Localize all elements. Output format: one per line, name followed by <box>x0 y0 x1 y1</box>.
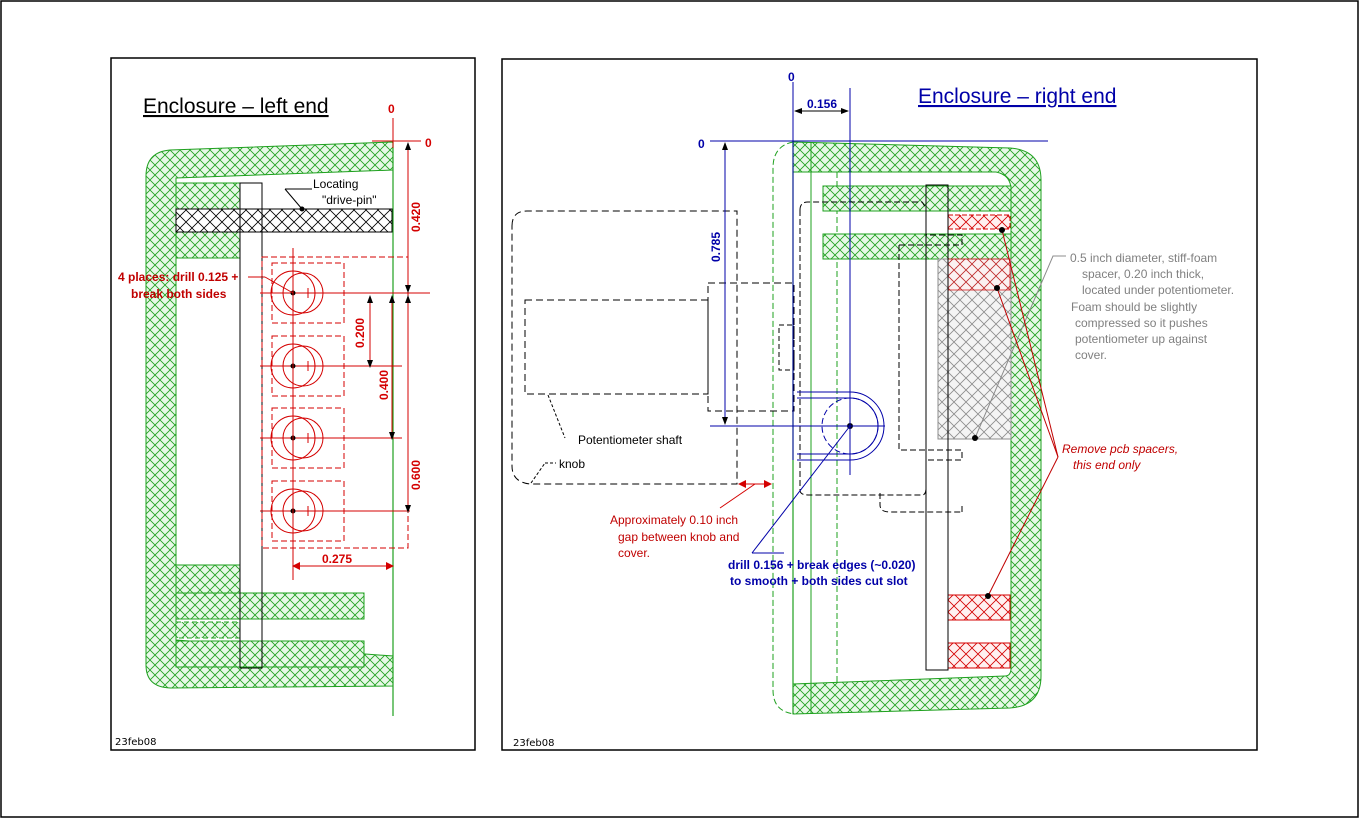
drill-callout-line2: break both sides <box>131 287 227 301</box>
right-pcb <box>925 184 949 671</box>
shaft-callout: Potentiometer shaft <box>578 433 683 447</box>
shaft-outline <box>524 299 709 395</box>
drive-pin <box>175 208 393 233</box>
gap-callout-line2: gap between knob and <box>618 530 739 544</box>
pcb-spacer-lower-b <box>947 642 1011 669</box>
foam-callout-line3: located under potentiometer. <box>1082 283 1234 297</box>
foam-callout-line7: cover. <box>1075 348 1107 362</box>
dim-0156-label: 0.156 <box>807 97 837 111</box>
left-lower-support-b <box>175 592 365 620</box>
foam-callout-line6: potentiometer up against <box>1075 332 1208 346</box>
pcb-spacer-lower-a <box>947 594 1011 621</box>
right-title: Enclosure – right end <box>918 85 1116 108</box>
pcb-spacer-top <box>947 214 1011 230</box>
right-upper-support-a <box>822 185 1012 212</box>
spacer-callout-line1: Remove pcb spacers, <box>1062 442 1178 456</box>
drill-hole-1 <box>260 262 430 324</box>
slot-callout-line1: drill 0.156 + break edges (~0.020) <box>728 558 915 572</box>
cover-outline <box>772 141 796 715</box>
left-date: 23feb08 <box>115 737 156 748</box>
foam-callout-line2: spacer, 0.20 inch thick, <box>1082 267 1204 281</box>
drive-pin-callout-line2: "drive-pin" <box>322 193 377 207</box>
left-lower-support-d <box>175 621 241 639</box>
left-title: Enclosure – left end <box>143 95 329 118</box>
foam-callout: 0.5 inch diameter, stiff-foam spacer, 0.… <box>1070 251 1234 362</box>
dim-0600-label: 0.600 <box>409 460 423 490</box>
dim-0420-label: 0.420 <box>409 202 423 232</box>
dim-0785-label: 0.785 <box>709 232 723 262</box>
gap-callout-line1: Approximately 0.10 inch <box>610 513 738 527</box>
right-upper-support-b <box>822 233 1012 260</box>
right-panel: Enclosure – right end 0 0 0.156 0.785 Po… <box>501 58 1258 751</box>
right-datum-x-label: 0 <box>788 70 795 84</box>
left-datum-x-label: 0 <box>388 102 395 116</box>
pcb-spacer-upper-mid <box>947 258 1011 291</box>
drill-callout-line1: 4 places: drill 0.125 + <box>118 270 238 284</box>
gap-callout-line3: cover. <box>618 546 650 560</box>
slot-callout-line2: to smooth + both sides cut slot <box>730 574 908 588</box>
right-panel-border <box>501 58 1258 751</box>
right-date: 23feb08 <box>513 738 554 749</box>
left-datum-y-label: 0 <box>425 136 432 150</box>
left-lower-support-a <box>175 564 241 594</box>
right-datum-y-label: 0 <box>698 137 705 151</box>
foam-callout-line5: compressed so it pushes <box>1075 316 1208 330</box>
dim-0200-label: 0.200 <box>353 318 367 348</box>
knob-callout: knob <box>559 457 585 471</box>
foam-callout-line1: 0.5 inch diameter, stiff-foam <box>1070 251 1217 265</box>
foam-callout-line4: Foam should be slightly <box>1071 300 1197 314</box>
spacer-callout-line2: this end only <box>1073 458 1141 472</box>
drive-pin-callout-line1: Locating <box>313 177 358 191</box>
left-lower-support-c <box>175 640 365 668</box>
dim-0400-label: 0.400 <box>377 370 391 400</box>
dim-0275-label: 0.275 <box>322 552 352 566</box>
knob-outline <box>511 210 738 485</box>
left-panel: Enclosure – left end 0 0 Locating "drive… <box>110 57 476 751</box>
